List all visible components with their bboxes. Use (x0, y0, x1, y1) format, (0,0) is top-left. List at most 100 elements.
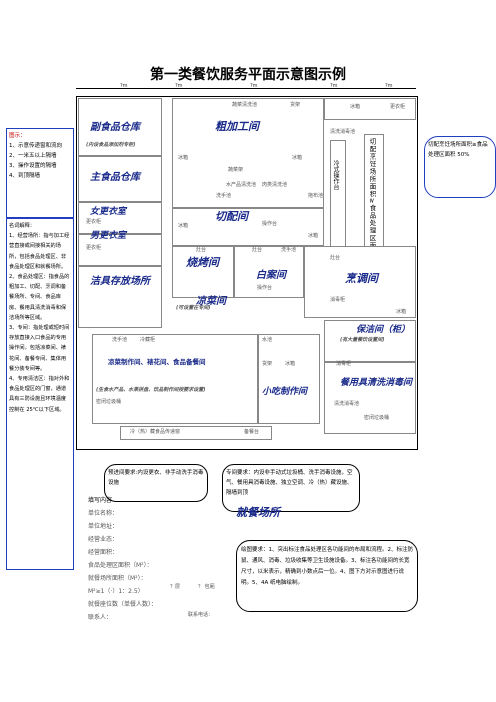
fixture-sink-meat: 肉类清洗池 (262, 182, 288, 188)
fixture-fridge: 冰箱 (178, 155, 189, 161)
form-field: 联系人： (88, 614, 113, 621)
fixture-stove: 灶台 (330, 255, 341, 261)
room-label-shengxian: 凉菜制作间、裱花间、食品备餐间 (108, 358, 206, 366)
form-field: 经营业态： (88, 536, 119, 543)
room-label-liangcai: 凉菜间 (196, 296, 226, 307)
dim-label: ?m (175, 83, 183, 89)
form-field-phone: 联系电话： (188, 612, 214, 618)
form-block: 填写内容 单位名称： 单位地址： 经营业态： 经营面积： 食品处理区面积（M²）… (88, 494, 228, 624)
fixture-disinfect: 消毒柜 (336, 361, 352, 367)
dim-label: ?m (250, 83, 258, 89)
cold-operation-label: 冷式操作台 (332, 160, 339, 190)
prewash-note: 预进间要求:内设更衣、非手动洗手消毒设施 (104, 464, 208, 502)
fixture-disinfect: 消毒柜 (330, 297, 346, 303)
prewash-note-text: 预进间要求:内设更衣、非手动洗手消毒设施 (108, 470, 204, 486)
room-label-canju: 餐用具清洗消毒间 (340, 378, 413, 388)
room-label-baojie: 保洁间（柜） (356, 325, 411, 335)
fixture-fridge: 冰箱 (396, 309, 407, 315)
fixture-sink-hand: 洗手池 (112, 337, 128, 343)
room-qiepei (172, 208, 324, 246)
form-field: 就餐场所面积（M²）： (88, 575, 147, 582)
fixture-trash: 密闭垃圾桶 (364, 415, 390, 421)
form-floor: ？层 (170, 584, 181, 590)
fixture-shelf: 货架 (262, 361, 273, 367)
vertical-note-text: 切配烹饪场所面积≥食品处理区面积50% (368, 138, 376, 275)
fixture-fridge: 冰箱 (285, 361, 296, 367)
room-label-shaokao: 烧烤间 (186, 256, 219, 269)
room-nv (78, 202, 162, 234)
right-note: 切配烹饪场所面积≥食品处理区面积 50% (424, 136, 496, 198)
room-shengxian (92, 334, 258, 424)
form-field: M²≥1（·）1：2.5） (88, 588, 144, 595)
form-rooms: ？ 包厢 (198, 584, 215, 590)
fixture-chiller: 冷藏柜 (140, 337, 156, 343)
fixture-table: 操作台 (262, 221, 278, 227)
pass-window-label: 冷（热）藏食品传递窗 (130, 429, 181, 435)
fixture-sink-mop: 拖布池 (308, 193, 324, 199)
fixture-clean-sink: 清洗消毒池 (330, 129, 356, 135)
fixture-shelf: 货架 (290, 102, 301, 108)
right-note-text: 切配烹饪场所面积≥食品处理区面积 50% (428, 142, 488, 158)
form-field: 食品处理区面积（M²）： (88, 562, 153, 569)
room-label-jiucan: 就餐场所 (236, 506, 280, 519)
room-nan (78, 234, 162, 266)
fixture-sink-veg: 蔬菜清洗池 (232, 102, 258, 108)
form-heading: 填写内容 (88, 497, 113, 504)
room-baifang (234, 246, 304, 298)
drawing-note: 绘图要求：1、突出标注食品处理区各功能间的布局和流程。2、标注防鼠、通风、消毒、… (236, 540, 418, 612)
dim-label: ?m (385, 83, 393, 89)
room-note-baojie: (有大量餐饮设置间) (340, 337, 385, 343)
room-xiaochi (258, 334, 320, 424)
room-zhushi (78, 156, 162, 202)
form-field: 单位名称： (88, 510, 119, 517)
room-label-qiepei: 切配间 (215, 210, 248, 223)
dimension-line-top (76, 88, 416, 89)
fixture-sink-aquatic: 水产品清洗池 (226, 182, 257, 188)
fixture-table: 操作台 (257, 285, 273, 291)
legend-item: 2、一米五以上隔墙 (9, 153, 57, 159)
fixture-veg-rack: 蔬菜架 (228, 167, 244, 173)
room-note-fushi: (内设食品添加剂专柜) (86, 142, 136, 148)
room-shaokao (172, 246, 234, 298)
fixture-counter: 备餐台 (244, 429, 260, 435)
room-cujiagong (172, 98, 324, 208)
terms-panel: 名词解释： 1、经营场所：指与加工经营直接或间接相关的场所，包括食品处理区、非食… (6, 218, 74, 570)
pass-window-strip (120, 426, 272, 440)
fixture-clean-sink: 清洗消毒池 (334, 401, 360, 407)
form-field: 就餐座位数（单餐人数）： (88, 601, 158, 608)
fixture-cabinet: 更衣柜 (86, 245, 102, 251)
room-note-shengxian: (生食水产品、水果拼盘、饮品制作间按要求设置) (96, 387, 206, 393)
fixture-cabinet: 更衣柜 (86, 219, 102, 225)
legend-panel: 图示： 1、示意传递窗和流向 2、一米五以上隔墙 3、操作设置的隔墙 4、到顶隔… (6, 128, 74, 218)
form-field: 经营面积： (88, 549, 119, 556)
room-label-nan: 男更衣室 (90, 231, 127, 241)
fixture-stove: 灶台 (252, 247, 263, 253)
room-label-cujiagong: 粗加工间 (215, 120, 259, 133)
legend-item: 1、示意传递窗和流向 (9, 143, 63, 149)
legend-item: 3、操作设置的隔墙 (9, 163, 57, 169)
room-label-fushi: 副食品仓库 (90, 122, 140, 133)
room-baojie (324, 320, 416, 362)
room-canju (324, 362, 416, 434)
fixture-sink-hand: 洗手池 (216, 193, 232, 199)
page-title: 第一类餐饮服务平面示意图示例 (150, 67, 346, 83)
fixture-trash: 密闭垃圾桶 (96, 399, 122, 405)
fixture-fridge: 冰箱 (308, 233, 319, 239)
special-note-text: 专间要求：内设非手动式垃圾桶、洗手消毒设施，空气、餐用具消毒设施、独立空调、冷（… (226, 470, 353, 496)
terms-text: 名词解释： 1、经营场所：指与加工经营直接或间接相关的场所，包括食品处理区、非食… (9, 223, 70, 413)
room-topright (324, 98, 416, 120)
room-label-zhushi: 主食品仓库 (90, 172, 140, 183)
drawing-note-text: 绘图要求：1、突出标注食品处理区各功能间的布局和流程。2、标注防鼠、通风、消毒、… (241, 547, 414, 586)
dim-label: ?m (330, 83, 338, 89)
room-cleaning (78, 266, 162, 328)
fixture-sink-hand: 洗手池 (281, 247, 297, 253)
special-note: 专间要求：内设非手动式垃圾桶、洗手消毒设施，空气、餐用具消毒设施、独立空调、冷（… (222, 464, 360, 512)
legend-heading: 图示： (9, 133, 26, 139)
room-fushi (78, 98, 162, 156)
room-label-cleaning: 洁具存放场所 (90, 276, 150, 287)
legend-item: 4、到顶隔墙 (9, 173, 41, 179)
room-note-liangcai: (可设置在专间) (176, 305, 211, 311)
dim-label: ?m (120, 83, 128, 89)
fixture-cabinet: 更衣柜 (390, 104, 406, 110)
room-pengtiao (304, 246, 416, 318)
